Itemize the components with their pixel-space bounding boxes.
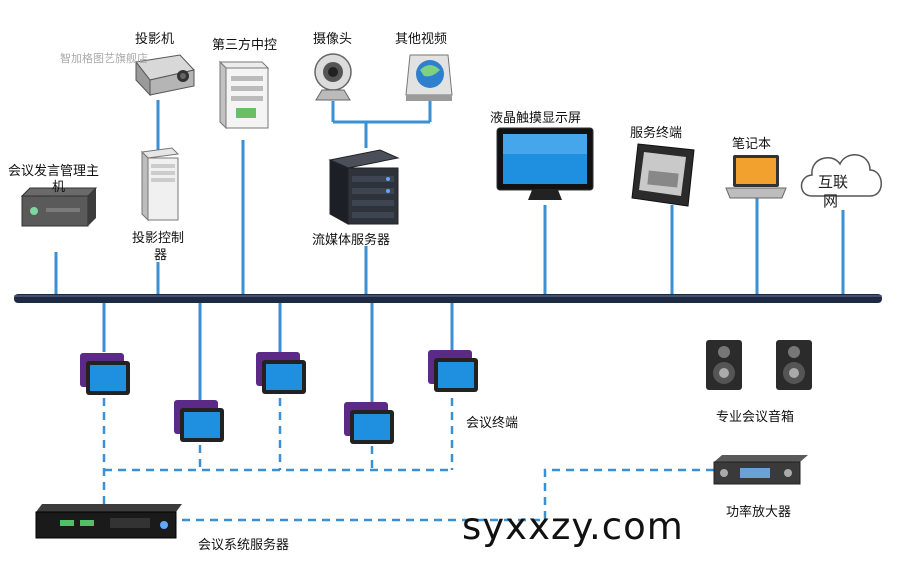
other-video-icon	[405, 54, 453, 101]
label-camera: 摄像头	[313, 32, 353, 47]
label-streaming: 流媒体服务器	[312, 233, 391, 248]
site-watermark: syxxzy.com	[462, 505, 684, 548]
label-system-server: 会议系统服务器	[198, 538, 290, 553]
camera-icon	[314, 53, 352, 101]
projector-controller-icon	[140, 147, 180, 222]
projector-icon	[135, 54, 195, 97]
label-service-terminal: 服务终端	[630, 126, 683, 141]
lower-connectors	[102, 303, 454, 402]
streaming-server-icon	[328, 149, 400, 225]
watermark: 智加格图艺旗舰店	[60, 52, 148, 65]
label-proj-ctrl-line1: 投影控制	[132, 231, 185, 246]
label-projector: 投影机	[135, 32, 175, 47]
laptop-icon	[725, 155, 787, 199]
touch-display-icon	[496, 127, 594, 200]
label-meeting-terminal: 会议终端	[466, 416, 519, 431]
label-laptop: 笔记本	[732, 137, 772, 152]
label-host-line1: 会议发言管理主	[8, 164, 100, 179]
service-terminal-icon	[631, 143, 695, 207]
label-proj-ctrl-line2: 器	[154, 248, 168, 263]
label-amplifier: 功率放大器	[726, 505, 792, 520]
label-other-video: 其他视频	[395, 32, 448, 47]
system-server-icon	[35, 504, 182, 539]
dashed-connectors	[102, 398, 715, 522]
label-speakers: 专业会议音箱	[716, 410, 795, 425]
internet-cloud-icon	[800, 154, 882, 197]
label-touch-display: 液晶触摸显示屏	[490, 111, 582, 126]
label-host-line2: 机	[52, 180, 66, 195]
label-third-party: 第三方中控	[212, 38, 278, 53]
label-internet-line1: 互联	[818, 173, 849, 191]
third-party-controller-icon	[218, 60, 270, 130]
upper-connectors	[54, 100, 845, 294]
speaker-icon	[706, 340, 812, 390]
host-server-icon	[20, 187, 98, 227]
meeting-terminal-icon	[80, 350, 478, 444]
amplifier-icon	[713, 455, 808, 485]
label-internet-line2: 网	[823, 192, 839, 210]
